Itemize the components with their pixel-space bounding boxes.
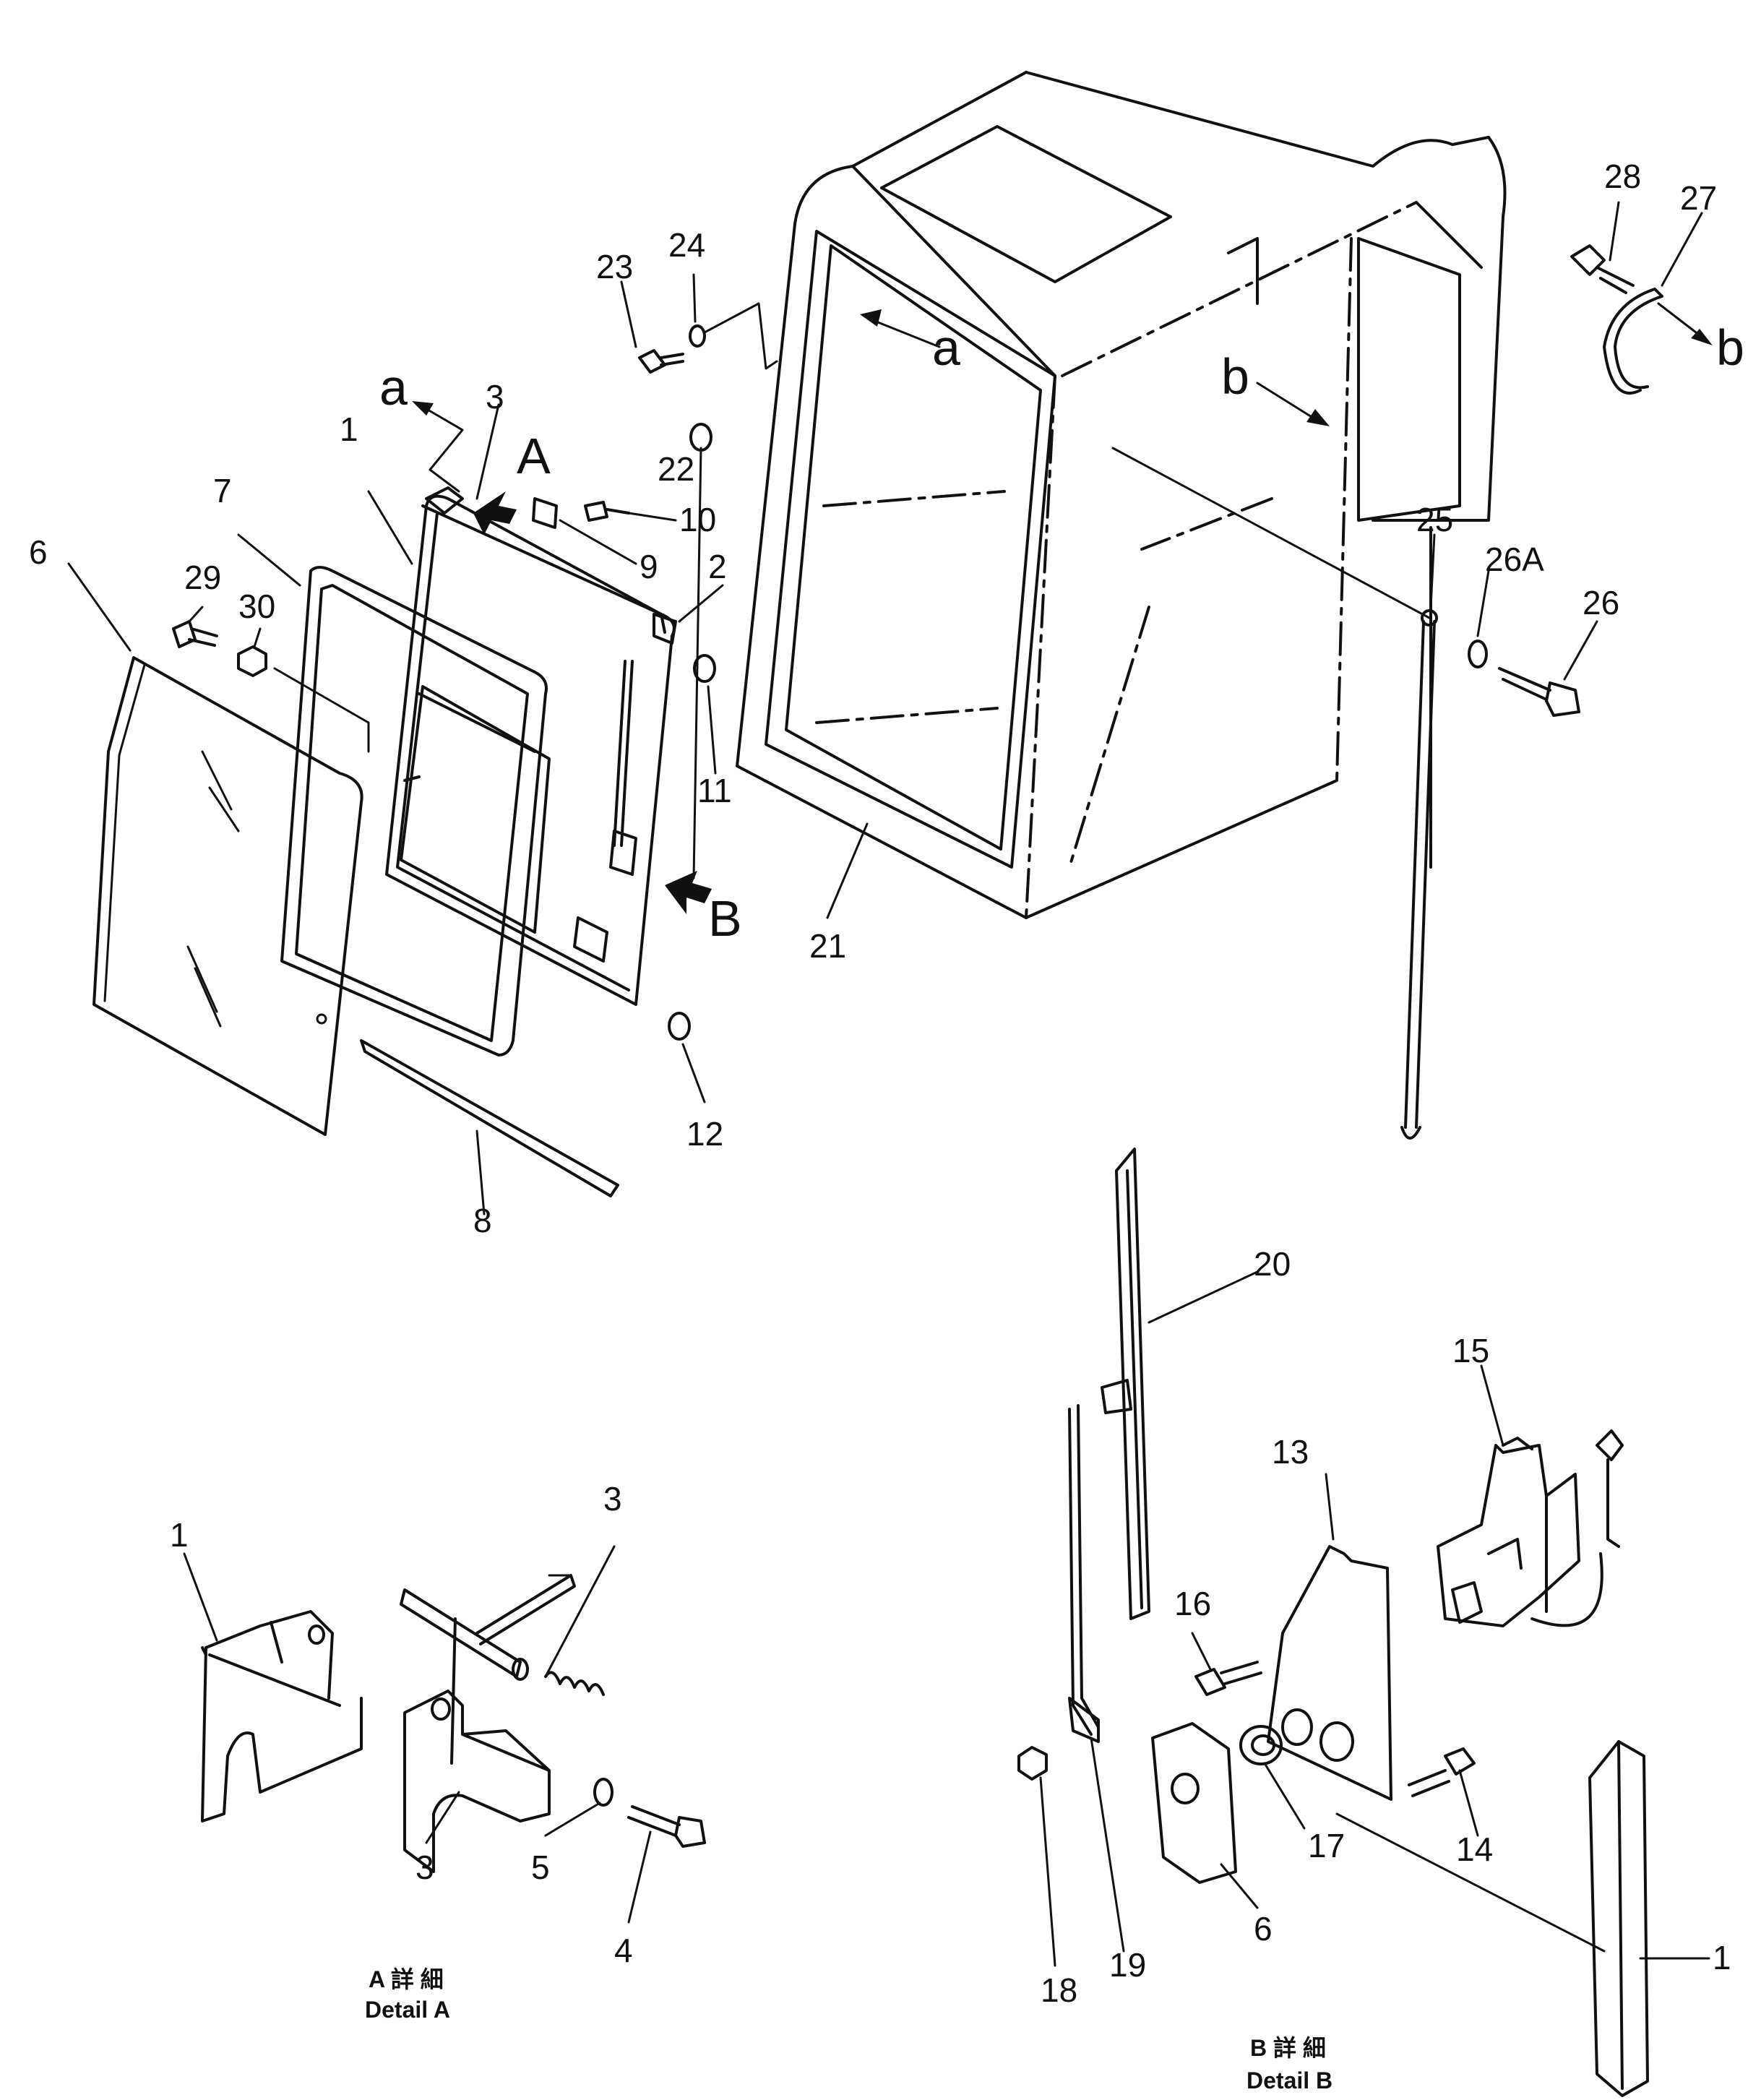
callout-20: 20 <box>1254 1245 1291 1283</box>
cab-windows <box>1227 237 1461 522</box>
callout-8: 8 <box>473 1202 492 1239</box>
striker-2 <box>653 613 677 645</box>
handle-27 <box>1603 288 1663 395</box>
stay-rod <box>1111 447 1438 1140</box>
view-markers: a A B a b b <box>379 319 1744 947</box>
detail-a-callout-3-top: 3 <box>603 1480 622 1518</box>
callout-2: 2 <box>708 548 727 585</box>
detail-a-caption-en: Detail A <box>365 1997 450 2023</box>
detail-b-caption-en: Detail B <box>1247 2067 1332 2093</box>
detail-b-callout-6: 6 <box>1254 1910 1273 1948</box>
bushing-22 <box>689 423 712 452</box>
detail-a-latch-body <box>403 1690 551 1873</box>
bolt-29 <box>172 620 218 648</box>
callout-3: 3 <box>486 378 504 416</box>
callout-26a: 26A <box>1485 541 1544 578</box>
callout-12: 12 <box>686 1115 723 1153</box>
bolt-16 <box>1194 1661 1262 1696</box>
detail-a-pin <box>400 1574 576 1765</box>
callout-1: 1 <box>340 410 358 448</box>
callout-17: 17 <box>1308 1827 1345 1864</box>
callout-10: 10 <box>679 501 716 538</box>
arrow-B <box>665 871 712 914</box>
callout-22: 22 <box>658 450 694 488</box>
door-frame-1 <box>385 494 676 1006</box>
bushing-11 <box>693 654 716 683</box>
callout-26: 26 <box>1583 584 1619 621</box>
marker-b-handle: b <box>1716 319 1744 376</box>
detail-a-callout-5: 5 <box>531 1849 550 1886</box>
detail-a-bolt-4 <box>627 1805 706 1848</box>
detail-a-spring <box>544 1671 605 1696</box>
callout-19: 19 <box>1109 1946 1146 1984</box>
bracket-6 <box>1151 1722 1237 1884</box>
callout-numbers: 6 7 1 3 2 9 10 11 12 8 23 24 22 21 25 26… <box>29 158 1731 2009</box>
detail-a-callout-3-bottom: 3 <box>416 1849 434 1886</box>
callout-7: 7 <box>213 472 232 509</box>
marker-B: B <box>708 890 742 947</box>
marker-A: A <box>517 428 551 484</box>
cab-frame <box>736 71 1507 919</box>
wiper-arm-19 <box>1068 1404 1100 1743</box>
marker-b-cab: b <box>1221 348 1249 405</box>
latch-3 <box>425 486 464 515</box>
callout-9: 9 <box>640 548 658 585</box>
detail-a-callout-4: 4 <box>614 1932 633 1969</box>
door-glass-6 <box>92 656 363 1136</box>
bolt-14 <box>1408 1747 1476 1797</box>
marker-a-cab: a <box>932 319 960 376</box>
callout-13: 13 <box>1272 1433 1309 1471</box>
wiper-rod-in-door <box>609 660 637 876</box>
washer-26a <box>1468 640 1488 668</box>
callout-21: 21 <box>809 927 846 965</box>
callout-23: 23 <box>596 248 633 285</box>
callout-6: 6 <box>29 533 48 571</box>
callout-24: 24 <box>668 226 705 264</box>
bolt-23 <box>638 349 684 374</box>
bushing-12 <box>668 1012 691 1041</box>
leader-lines <box>67 201 1710 1967</box>
arrow-A <box>473 491 517 535</box>
bolt-28 <box>1570 244 1635 294</box>
callout-27: 27 <box>1680 179 1717 217</box>
callout-15: 15 <box>1452 1332 1489 1369</box>
detail-a-callout-1: 1 <box>170 1516 189 1554</box>
guide-8 <box>360 1039 619 1197</box>
detail-b-callout-1: 1 <box>1713 1939 1731 1976</box>
bolt-10 <box>584 501 630 522</box>
callout-14: 14 <box>1456 1830 1493 1868</box>
wiper-blade-20 <box>1101 1148 1150 1620</box>
weatherstrip-7 <box>280 566 548 1057</box>
wiper-motor-15 <box>1437 1429 1624 1627</box>
callout-11: 11 <box>697 772 732 809</box>
callout-30: 30 <box>238 588 275 625</box>
marker-a-left: a <box>379 359 408 416</box>
bolt-26 <box>1498 667 1580 717</box>
callout-16: 16 <box>1174 1585 1211 1622</box>
callout-18: 18 <box>1041 1971 1077 2009</box>
nut-30 <box>237 645 267 677</box>
detail-captions: A 詳 細 Detail A B 詳 細 Detail B <box>365 1966 1332 2093</box>
callout-28: 28 <box>1604 158 1641 195</box>
detail-a-washer-5 <box>593 1778 613 1807</box>
callout-29: 29 <box>184 559 221 596</box>
washer-24 <box>689 324 706 348</box>
callout-25: 25 <box>1416 501 1453 538</box>
plate-9 <box>532 497 558 529</box>
plate-13 <box>1267 1545 1392 1801</box>
channel-1 <box>1335 1740 1649 2097</box>
nut-18 <box>1017 1746 1048 1781</box>
detail-a-bracket <box>201 1610 363 1823</box>
detail-a-caption-jp: A 詳 細 <box>369 1966 444 1992</box>
detail-b-caption-jp: B 詳 細 <box>1250 2035 1326 2061</box>
